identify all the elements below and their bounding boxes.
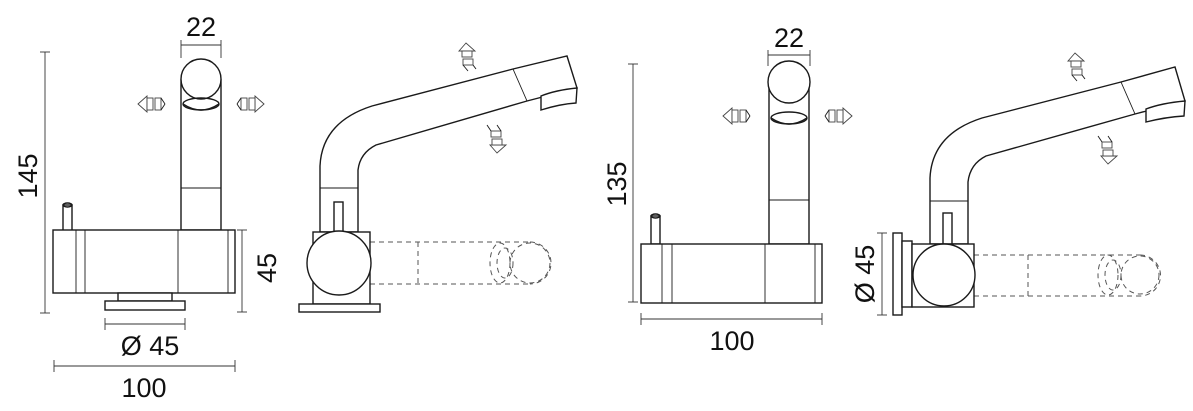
spout-arm xyxy=(929,66,1186,245)
side-view-145 xyxy=(298,42,578,313)
dim-height: 135 xyxy=(602,161,632,206)
dim-overall-width: 100 xyxy=(709,326,754,356)
wall-plate xyxy=(892,232,913,316)
dim-body-height: 45 xyxy=(252,253,282,283)
side-view-135: Ø 45 xyxy=(850,52,1186,316)
swivel-ghost-outline xyxy=(370,241,552,285)
swivel-arrow-left-icon xyxy=(722,106,751,126)
dim-top-width: 22 xyxy=(774,23,804,53)
body-cylinder xyxy=(640,243,823,304)
lever-handle xyxy=(333,201,344,233)
spout-column xyxy=(180,58,222,231)
swivel-arrow-up-icon xyxy=(1067,52,1086,82)
dim-base-diameter: Ø 45 xyxy=(121,331,180,361)
front-view-135: 22 135 100 xyxy=(602,23,853,356)
swivel-arrow-right-icon xyxy=(824,106,853,126)
swivel-arrow-up-icon xyxy=(458,42,477,72)
front-view-145: 22 145 45 Ø 45 100 xyxy=(13,12,282,403)
spout-column xyxy=(767,60,811,245)
dim-height: 145 xyxy=(13,153,43,198)
body-cylinder xyxy=(298,230,381,313)
lever-handle xyxy=(942,212,953,245)
dim-top-width: 22 xyxy=(186,12,216,42)
dimension-lines xyxy=(628,50,823,325)
lever-handle xyxy=(650,213,661,245)
swivel-ghost-outline xyxy=(974,254,1161,297)
swivel-arrow-down-icon xyxy=(1097,135,1119,165)
body-cylinder xyxy=(911,243,976,308)
body-cylinder xyxy=(52,229,236,294)
base-flange xyxy=(104,292,186,311)
swivel-arrow-left-icon xyxy=(137,94,166,114)
dimension-lines xyxy=(40,40,247,372)
dim-overall-width: 100 xyxy=(121,373,166,403)
dimension-lines xyxy=(877,232,887,316)
spout-arm xyxy=(319,55,578,233)
swivel-arrow-down-icon xyxy=(486,124,508,154)
dim-wall-diameter: Ø 45 xyxy=(850,245,880,304)
swivel-arrow-right-icon xyxy=(236,94,265,114)
lever-handle xyxy=(62,202,73,232)
